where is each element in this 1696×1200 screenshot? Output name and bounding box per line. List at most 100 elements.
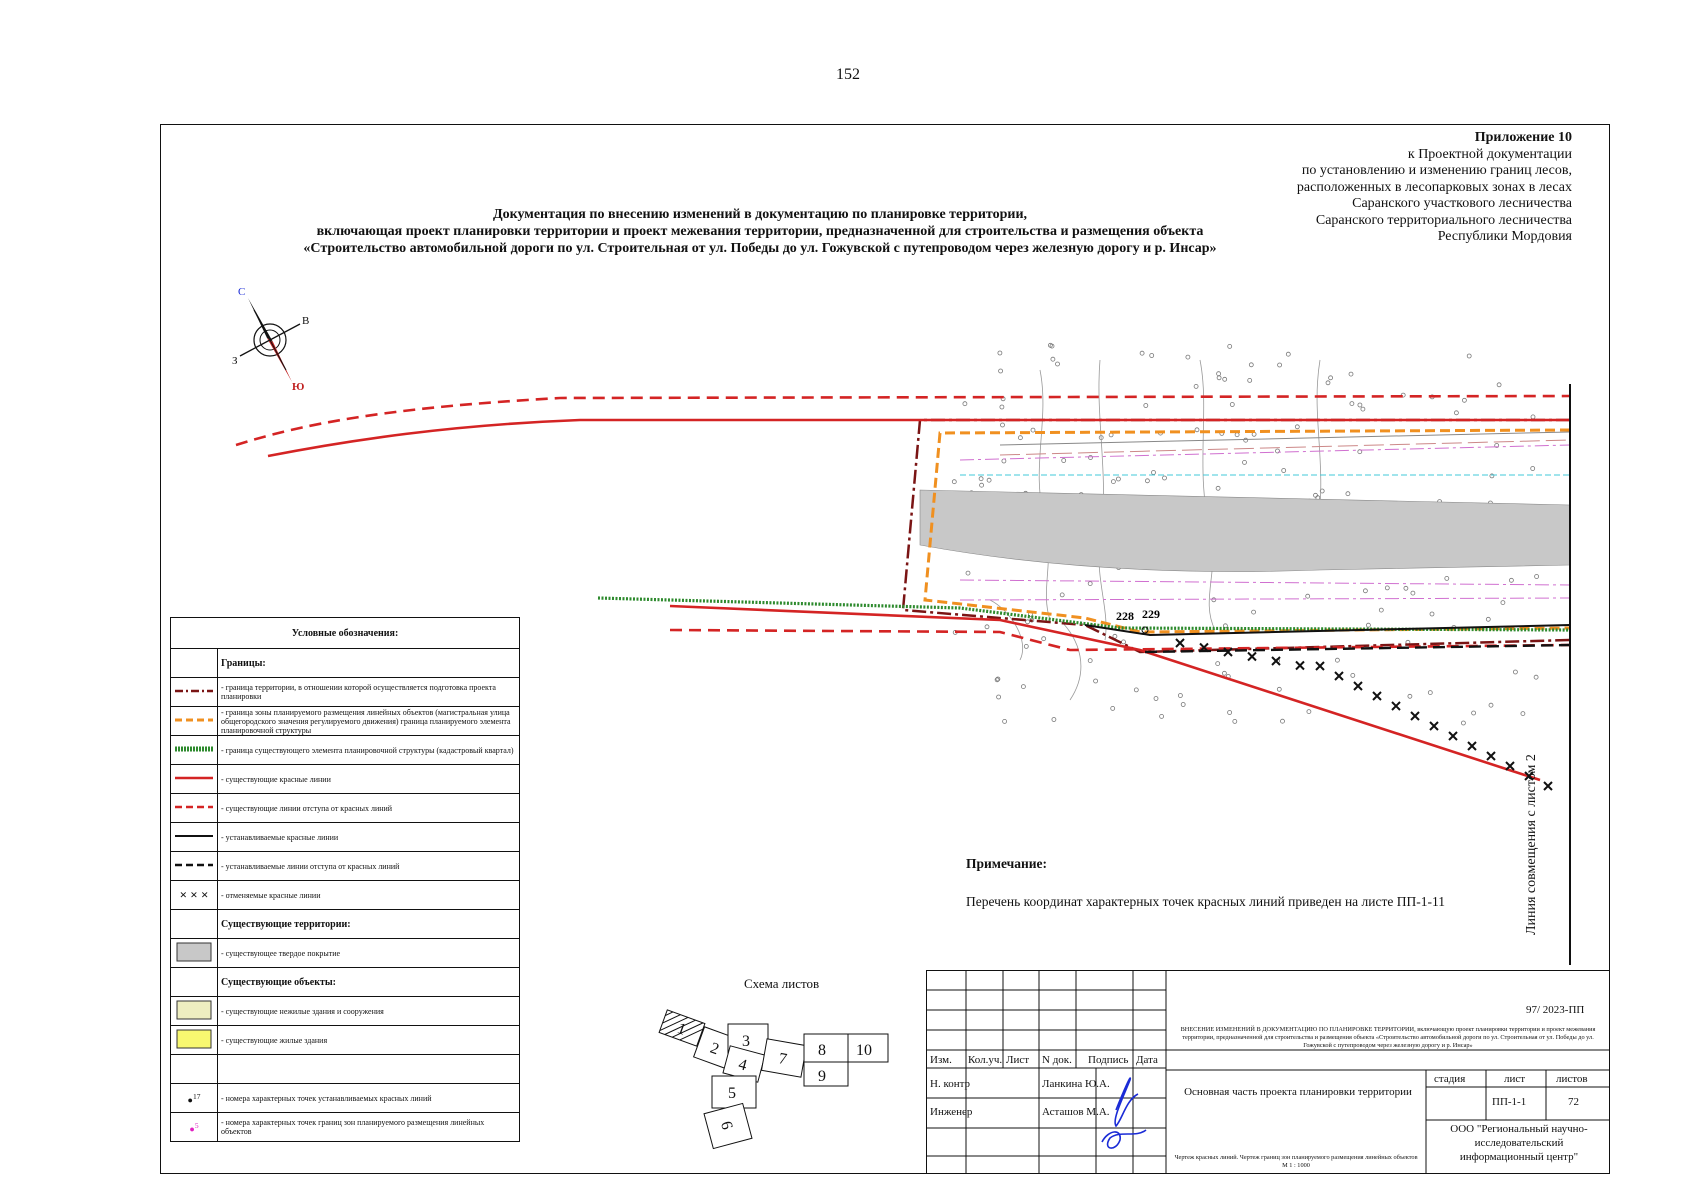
survey-dot	[1403, 585, 1409, 591]
legend-symbol-cancelled: × × ×	[170, 880, 218, 910]
survey-dot	[1363, 588, 1368, 594]
survey-dot	[1247, 377, 1253, 383]
survey-dot	[979, 482, 984, 488]
survey-dot	[1335, 657, 1340, 663]
survey-dot	[1276, 686, 1282, 692]
compass-icon: С В Ю З	[232, 286, 309, 393]
col-header-kol: Кол.уч.	[968, 1054, 1003, 1066]
survey-dot	[1494, 443, 1500, 448]
survey-dot	[1350, 673, 1356, 678]
match-line-label: Линия совмещения с листом 2	[1524, 754, 1539, 935]
appendix-line: по установлению и изменению границ лесов…	[1301, 163, 1572, 178]
survey-dot	[1357, 449, 1363, 455]
survey-dot	[1357, 402, 1363, 408]
survey-dot	[996, 694, 1001, 700]
zone-boundary	[923, 428, 1571, 634]
legend-symbol-hard-surface	[170, 938, 218, 968]
survey-dot	[1178, 693, 1183, 698]
drawing-name-text: Чертеж красных линий. Чертеж границ зон …	[1174, 1154, 1418, 1161]
stage-header: стадия	[1434, 1073, 1466, 1085]
survey-dot	[1325, 380, 1331, 386]
name-engineer: Асташов М.А.	[1042, 1106, 1110, 1118]
legend-symbol-point17: ●17	[170, 1083, 218, 1113]
cancelled-mark	[1524, 771, 1534, 781]
sheet-value: ПП-1-1	[1492, 1096, 1527, 1108]
survey-dot	[1030, 427, 1036, 433]
survey-dot	[1059, 592, 1065, 598]
survey-dot	[1023, 644, 1029, 649]
survey-dot	[1149, 353, 1155, 358]
scheme-sheet-label: 9	[818, 1068, 826, 1085]
cancelled-mark	[1486, 751, 1496, 761]
col-header-izm: Изм.	[930, 1054, 952, 1066]
appendix-line: Республики Мордовия	[1437, 229, 1572, 244]
sheets-value: 72	[1568, 1096, 1579, 1108]
survey-dot	[984, 624, 990, 630]
survey-dot	[1277, 362, 1282, 368]
col-header-list: Лист	[1006, 1054, 1030, 1066]
survey-dot	[1121, 639, 1126, 645]
point-label: 229	[1142, 607, 1160, 621]
survey-dot	[1294, 424, 1300, 430]
survey-dot	[1500, 600, 1506, 605]
survey-dot	[1002, 719, 1007, 724]
survey-dot	[1348, 371, 1354, 377]
legend-symbol-nonres	[170, 996, 218, 1026]
cancelled-mark	[1271, 656, 1281, 666]
survey-dot	[1093, 678, 1098, 684]
title-block: 97/ 2023-ПП Изм. Кол.уч. Лист N док. Под…	[926, 970, 1610, 1174]
cancelled-mark	[1295, 660, 1305, 671]
cancelled-mark	[1410, 711, 1420, 721]
cadastral-boundary	[597, 596, 1571, 632]
survey-dot	[1243, 437, 1249, 443]
legend-item: - существующие линии отступа от красных …	[217, 793, 520, 823]
existing-red-lines	[267, 418, 1570, 782]
drawing-scale: М 1 : 1000	[1282, 1162, 1310, 1169]
legend-symbol-point5: ●5	[170, 1112, 218, 1142]
survey-dot	[1159, 714, 1164, 719]
survey-dot	[1215, 661, 1221, 666]
survey-dot	[1216, 371, 1221, 377]
scheme-sheet-label: 8	[818, 1042, 826, 1059]
survey-dot	[1211, 597, 1217, 603]
legend-table: Условные обозначения: Границы: - граница…	[170, 617, 520, 1142]
survey-dot	[1180, 702, 1186, 707]
survey-dot	[1281, 468, 1287, 473]
legend-item: - граница существующего элемента планиро…	[217, 735, 520, 765]
legend-header: Условные обозначения:	[170, 617, 520, 649]
survey-dot	[1248, 362, 1254, 368]
sheet-header: лист	[1504, 1073, 1526, 1085]
survey-dot	[1306, 709, 1312, 714]
page-number: 152	[836, 66, 860, 83]
survey-dot	[1000, 422, 1005, 428]
survey-dot	[1471, 710, 1476, 716]
note-title: Примечание:	[966, 856, 1048, 871]
survey-dot	[1454, 410, 1459, 416]
col-header-ndoc: N док.	[1042, 1054, 1072, 1066]
cancelled-mark	[1467, 741, 1477, 751]
cancelled-mark	[1334, 671, 1344, 681]
survey-dot	[1153, 696, 1159, 701]
survey-dot	[1110, 706, 1116, 711]
existing-setback-lines	[235, 394, 1571, 652]
survey-dot	[1466, 353, 1472, 359]
scheme-sheet-label: 3	[742, 1033, 750, 1050]
appendix-line: к Проектной документации	[1407, 146, 1572, 162]
survey-dot	[1530, 414, 1536, 420]
survey-dot	[1513, 669, 1518, 675]
survey-dot	[1139, 350, 1145, 356]
survey-dot	[1280, 718, 1285, 724]
survey-dot	[1087, 581, 1093, 586]
project-description: ВНЕСЕНИЕ ИЗМЕНЕНИЙ В ДОКУМЕНТАЦИЮ ПО ПЛА…	[1180, 1026, 1596, 1049]
survey-dot	[965, 570, 971, 576]
survey-dot	[1305, 593, 1311, 599]
survey-dot	[1111, 479, 1116, 485]
survey-dot	[1087, 658, 1093, 663]
survey-dot	[1285, 351, 1291, 357]
document-title: Документация по внесению изменений в док…	[270, 206, 1250, 257]
survey-dot	[1378, 607, 1384, 613]
cancelled-mark	[1391, 701, 1401, 711]
signature-icon	[1101, 1129, 1147, 1149]
survey-dot	[1088, 455, 1093, 460]
